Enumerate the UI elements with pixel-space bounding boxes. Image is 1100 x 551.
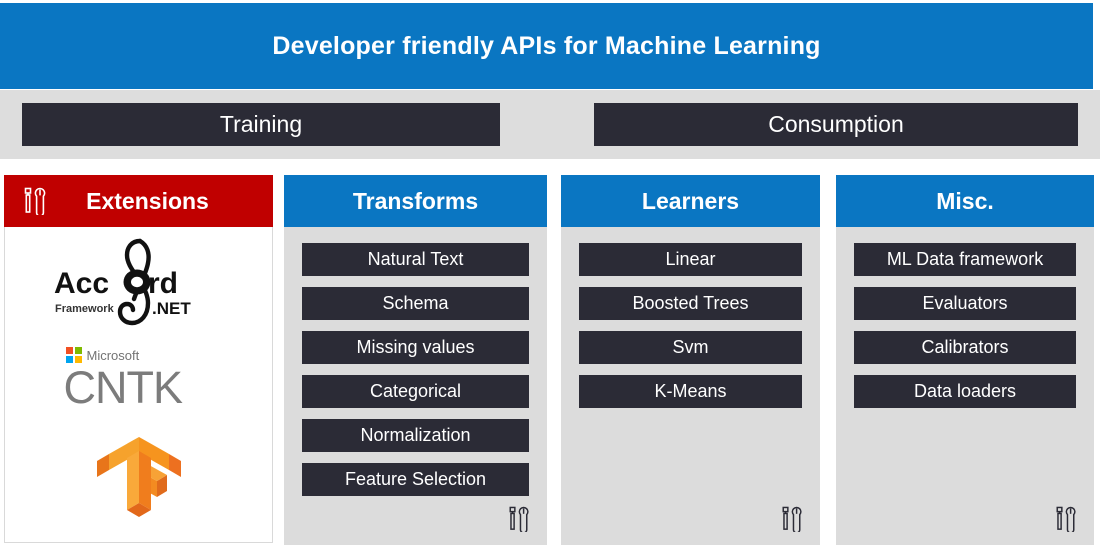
list-item[interactable]: Schema — [302, 287, 529, 320]
panel-extensions: Extensions Acc rd Framework .NET — [4, 175, 273, 543]
svg-text:.NET: .NET — [152, 299, 191, 318]
list-item[interactable]: Linear — [579, 243, 802, 276]
list-item[interactable]: Natural Text — [302, 243, 529, 276]
microsoft-cntk-logo: Microsoft CNTK — [44, 347, 234, 425]
panel-row: Extensions Acc rd Framework .NET — [0, 175, 1100, 545]
panel-learners: Learners Linear Boosted Trees Svm K-Mean… — [561, 175, 820, 545]
list-item[interactable]: Feature Selection — [302, 463, 529, 496]
cntk-wordmark: CNTK — [63, 362, 184, 413]
tools-icon — [780, 506, 804, 537]
microsoft-logo-icon — [65, 347, 82, 363]
panel-extensions-body: Acc rd Framework .NET Microsoft CNTK — [4, 227, 273, 543]
tools-icon — [1054, 506, 1078, 537]
panel-learners-body: Linear Boosted Trees Svm K-Means — [561, 227, 820, 545]
list-item[interactable]: Categorical — [302, 375, 529, 408]
panel-transforms: Transforms Natural Text Schema Missing v… — [284, 175, 547, 545]
svg-text:Framework: Framework — [55, 303, 115, 315]
panel-learners-title: Learners — [641, 187, 740, 214]
panel-transforms-header: Transforms — [284, 175, 547, 227]
phase-button-consumption-label: Consumption — [768, 111, 904, 137]
panel-extensions-title: Extensions — [86, 187, 209, 214]
accord-net-framework-logo: Acc rd Framework .NET — [44, 235, 234, 343]
list-item[interactable]: Boosted Trees — [579, 287, 802, 320]
page-banner: Developer friendly APIs for Machine Lear… — [0, 3, 1093, 89]
microsoft-wordmark: Microsoft — [86, 347, 140, 363]
phase-band: Training Consumption — [0, 90, 1100, 159]
list-item[interactable]: Data loaders — [854, 375, 1076, 408]
phase-button-training[interactable]: Training — [22, 103, 500, 146]
list-item[interactable]: Missing values — [302, 331, 529, 364]
page-title: Developer friendly APIs for Machine Lear… — [272, 31, 821, 60]
panel-learners-header: Learners — [561, 175, 820, 227]
list-item[interactable]: K-Means — [579, 375, 802, 408]
list-item[interactable]: Svm — [579, 331, 802, 364]
list-item[interactable]: Evaluators — [854, 287, 1076, 320]
panel-misc-body: ML Data framework Evaluators Calibrators… — [836, 227, 1094, 545]
tensorflow-logo — [44, 431, 234, 527]
tools-icon — [22, 187, 48, 220]
phase-button-consumption[interactable]: Consumption — [594, 103, 1078, 146]
panel-transforms-title: Transforms — [352, 187, 479, 214]
svg-text:Acc: Acc — [54, 267, 109, 300]
list-item[interactable]: ML Data framework — [854, 243, 1076, 276]
list-item[interactable]: Calibrators — [854, 331, 1076, 364]
panel-transforms-body: Natural Text Schema Missing values Categ… — [284, 227, 547, 545]
list-item[interactable]: Normalization — [302, 419, 529, 452]
panel-misc: Misc. ML Data framework Evaluators Calib… — [836, 175, 1094, 545]
panel-misc-header: Misc. — [836, 175, 1094, 227]
panel-extensions-header: Extensions — [4, 175, 273, 227]
microsoft-brand-row: Microsoft — [65, 347, 234, 363]
phase-button-training-label: Training — [219, 111, 303, 137]
panel-misc-title: Misc. — [936, 187, 994, 214]
extension-logo-list: Acc rd Framework .NET Microsoft CNTK — [5, 233, 272, 527]
tools-icon — [507, 506, 531, 537]
svg-text:rd: rd — [148, 267, 178, 300]
